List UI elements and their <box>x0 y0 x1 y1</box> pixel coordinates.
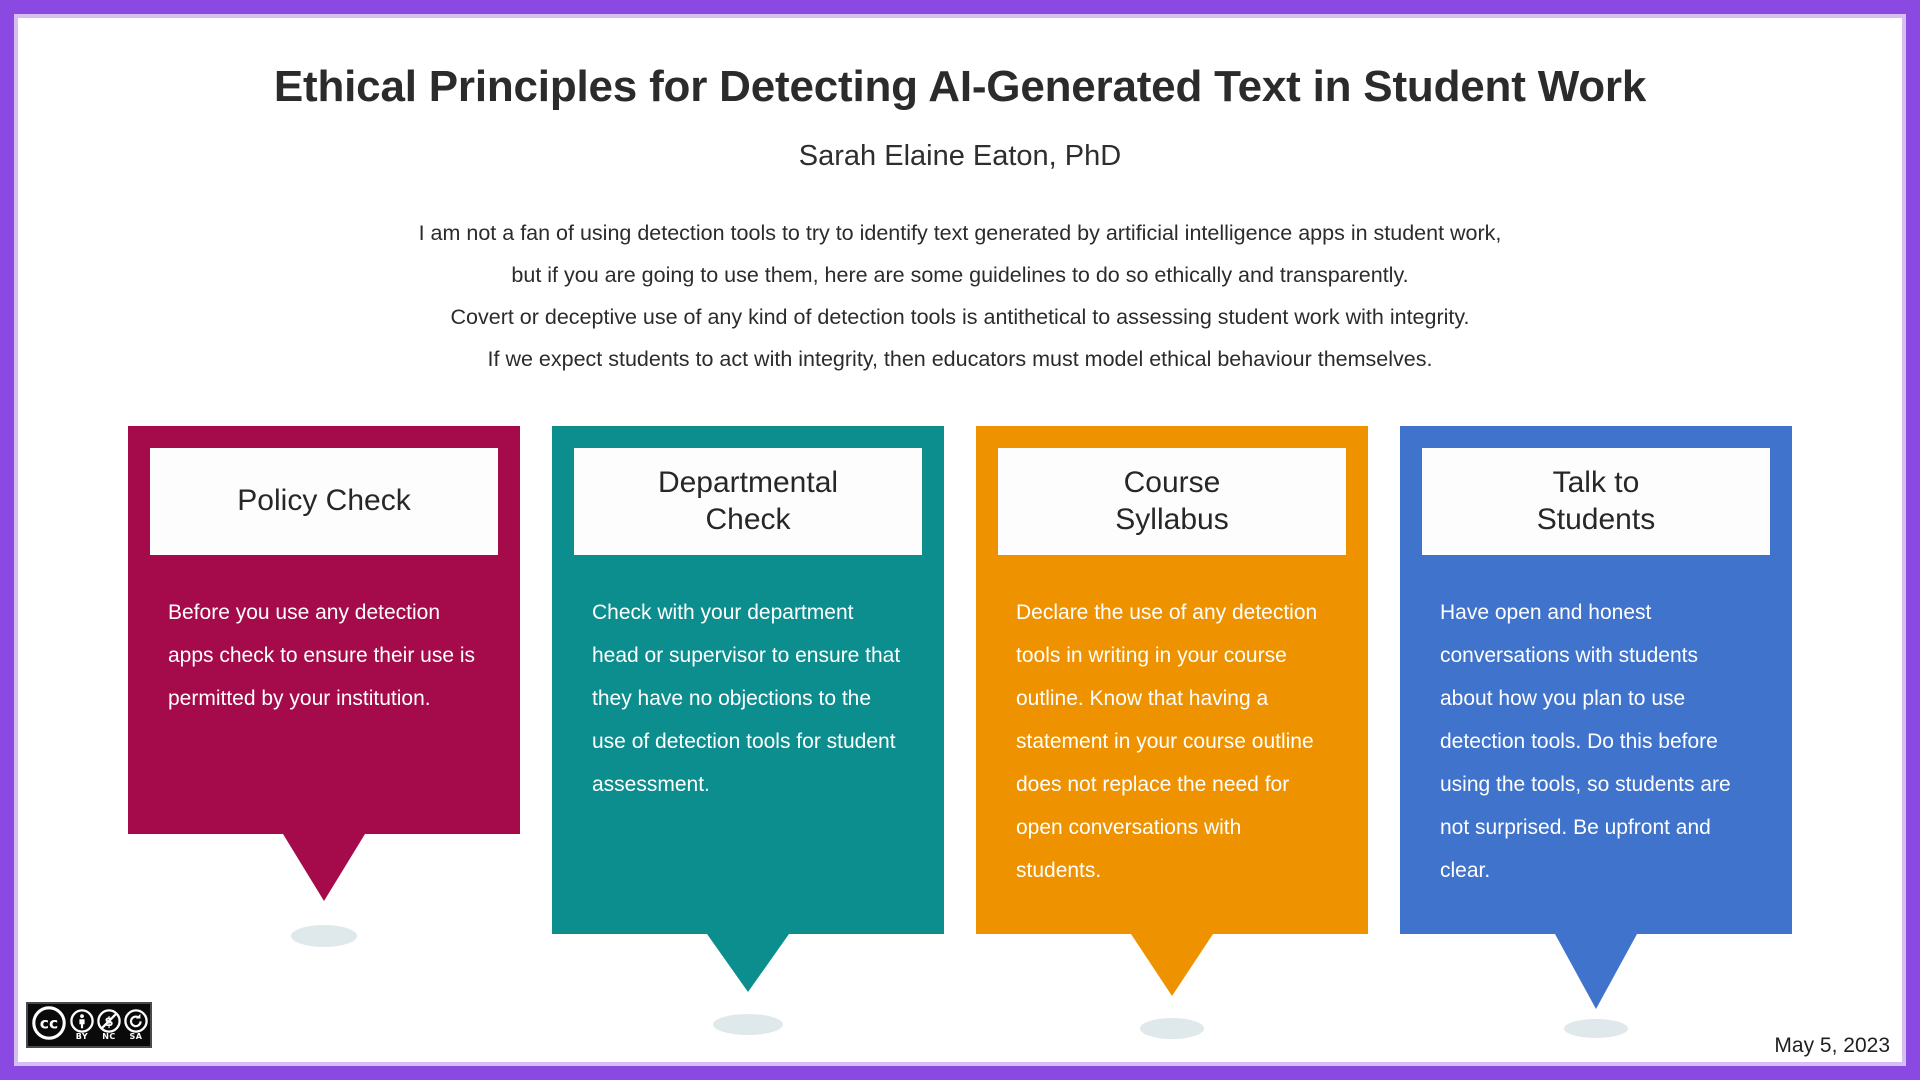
cc-nc-mark: $ NC <box>97 1009 121 1041</box>
share-alike-icon <box>124 1009 148 1033</box>
svg-text:$: $ <box>104 1015 113 1030</box>
cc-by-label: BY <box>75 1032 89 1041</box>
page-title: Ethical Principles for Detecting AI-Gene… <box>273 62 1647 111</box>
intro-line-3: Covert or deceptive use of any kind of d… <box>450 305 1470 329</box>
card-header: Talk to Students <box>1422 448 1770 555</box>
card-shadow-ellipse <box>713 1014 783 1035</box>
card-pointer-tail <box>283 834 365 901</box>
card-shadow-ellipse <box>1140 1018 1204 1039</box>
card-heading: Policy Check <box>237 484 411 518</box>
card-header: Departmental Check <box>574 448 922 555</box>
cc-sa-mark: SA <box>124 1009 148 1041</box>
svg-text:cc: cc <box>40 1014 58 1032</box>
author-name: Sarah Elaine Eaton, PhD <box>798 140 1122 172</box>
cc-by-mark: BY <box>70 1009 94 1041</box>
card-heading: Talk to Students <box>1536 465 1656 536</box>
card-pointer-tail <box>707 934 789 992</box>
card-heading: Departmental Check <box>657 465 839 536</box>
card-header: Course Syllabus <box>998 448 1346 555</box>
intro-line-4: If we expect students to act with integr… <box>487 347 1433 371</box>
no-commercial-icon: $ <box>97 1009 121 1033</box>
card-shadow-ellipse <box>1564 1019 1628 1038</box>
creative-commons-license-badge[interactable]: cc BY $ N <box>26 1002 152 1048</box>
cc-sa-label: SA <box>129 1032 143 1041</box>
cc-nc-label: NC <box>102 1032 116 1041</box>
cc-logo-icon: cc <box>32 1005 66 1045</box>
card-description: Have open and honest conversations with … <box>1440 601 1731 882</box>
card-pointer-tail <box>1555 934 1637 1009</box>
card-description: Check with your department head or super… <box>592 601 901 796</box>
person-icon <box>70 1009 94 1033</box>
intro-paragraph: I am not a fan of using detection tools … <box>0 212 1920 380</box>
card-description: Before you use any detection apps check … <box>168 601 476 710</box>
intro-line-2: but if you are going to use them, here a… <box>511 263 1409 287</box>
intro-line-1: I am not a fan of using detection tools … <box>418 221 1502 245</box>
poster-date: May 5, 2023 <box>1774 1034 1890 1057</box>
card-description: Declare the use of any detection tools i… <box>1016 601 1318 882</box>
card-shadow-ellipse <box>291 925 357 947</box>
card-header: Policy Check <box>150 448 498 555</box>
card-heading: Course Syllabus <box>1115 465 1229 536</box>
card-pointer-tail <box>1131 934 1213 996</box>
